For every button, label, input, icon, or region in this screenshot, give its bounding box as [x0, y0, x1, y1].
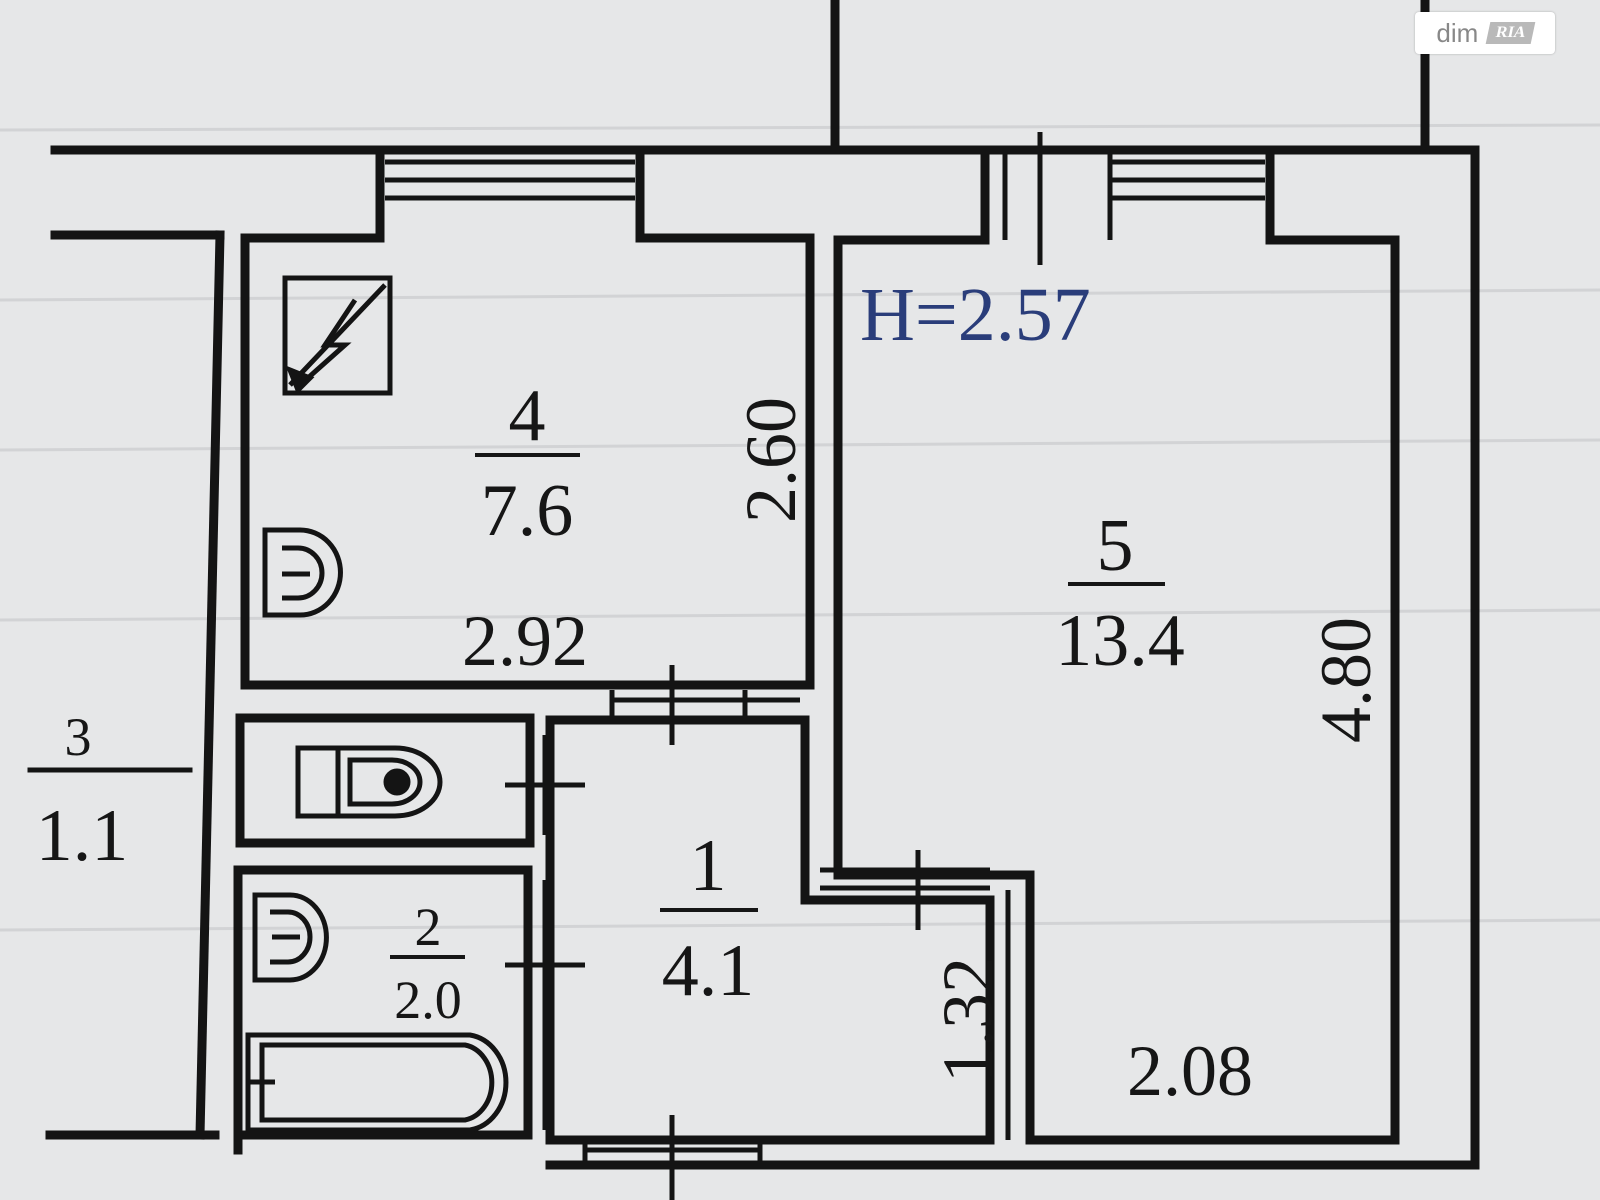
watermark-logo: dim RIA [1415, 12, 1555, 54]
room-5-number: 5 [1097, 505, 1134, 587]
area-fraction-bars [390, 453, 1165, 959]
room-3-number: 3 [65, 707, 92, 767]
background-ghost-lines [0, 123, 1600, 932]
room-1-area: 4.1 [662, 930, 755, 1012]
watermark-brand: dim [1436, 17, 1479, 48]
room-2-number: 2 [415, 897, 442, 957]
sink-icon [262, 527, 343, 618]
windows [385, 132, 1265, 265]
room-4-area: 7.6 [481, 470, 574, 552]
toilet-icon [295, 745, 443, 819]
hall-length-dimension: 1.32 [928, 957, 1008, 1083]
labels: H=2.57 4 7.6 5 13.4 1 4.1 2 2.0 3 1.1 2.… [36, 273, 1386, 1111]
room-5-area: 13.4 [1055, 600, 1185, 682]
electric-panel-icon [282, 275, 393, 396]
room-2-area: 2.0 [394, 970, 462, 1030]
bathroom-sink-icon [252, 892, 329, 983]
door-marks [505, 665, 1011, 1200]
room-5-depth-dimension: 4.80 [1306, 617, 1386, 743]
watermark-badge: RIA [1485, 22, 1536, 44]
bathtub-icon [245, 1032, 509, 1133]
room-1-number: 1 [690, 825, 727, 907]
room-5-width-dimension: 2.08 [1127, 1031, 1253, 1111]
room-4-number: 4 [509, 375, 546, 457]
room-3-area: 1.1 [36, 795, 129, 877]
room-4-depth-dimension: 2.60 [731, 397, 811, 523]
room-4-width-dimension: 2.92 [462, 601, 588, 681]
ceiling-height: H=2.57 [860, 273, 1091, 357]
walls [50, 145, 1480, 1170]
